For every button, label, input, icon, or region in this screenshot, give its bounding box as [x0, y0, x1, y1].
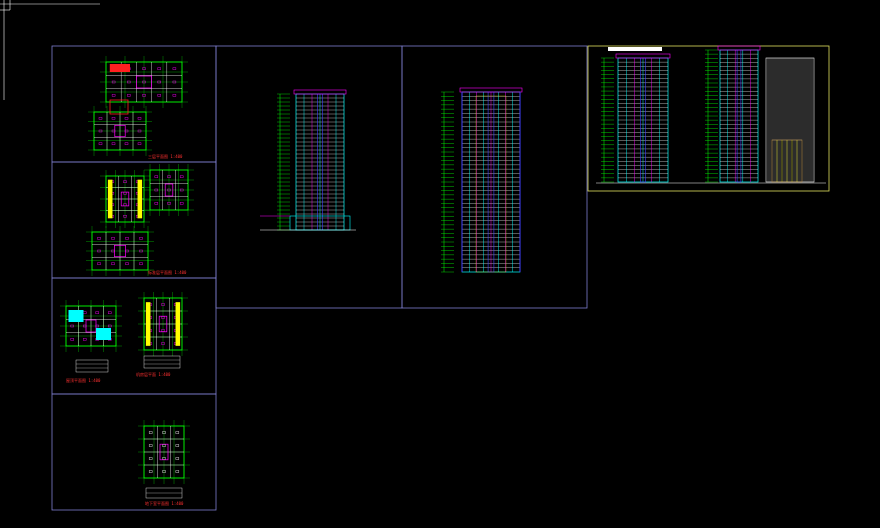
- sheet-frame-elevation-2: [401, 45, 588, 309]
- ucs-crosshair-icon: [0, 0, 100, 100]
- caption-plan-4: 地下室平面图 1:400: [145, 501, 184, 506]
- caption-plan-3a: 屋顶平面图 1:400: [66, 378, 101, 383]
- caption-plan-1: 三层平面图 1:400: [148, 154, 183, 159]
- floor-plan-1: [88, 56, 188, 156]
- sheet-frame-plan-1: [51, 45, 217, 163]
- floor-plan-4: [138, 420, 190, 499]
- sheet-frames: [51, 45, 588, 511]
- elevation-drawing-2: [441, 87, 523, 273]
- floor-plan-2: [86, 164, 194, 276]
- floor-plan-3b: [138, 292, 188, 369]
- elevation-drawing-1: [260, 89, 356, 231]
- caption-plan-3b: 机房层平面 1:400: [136, 372, 171, 377]
- title-bar-mark: [608, 47, 662, 51]
- sheet-frame-elevation-1: [215, 45, 403, 309]
- caption-plan-2: 标准层平面图 1:400: [148, 270, 187, 275]
- elevation-drawing-3: [596, 45, 826, 184]
- sheet-frame-elevation-3: [587, 45, 830, 192]
- sheet-frame-plan-4: [51, 393, 217, 511]
- floor-plan-3a: [60, 300, 122, 373]
